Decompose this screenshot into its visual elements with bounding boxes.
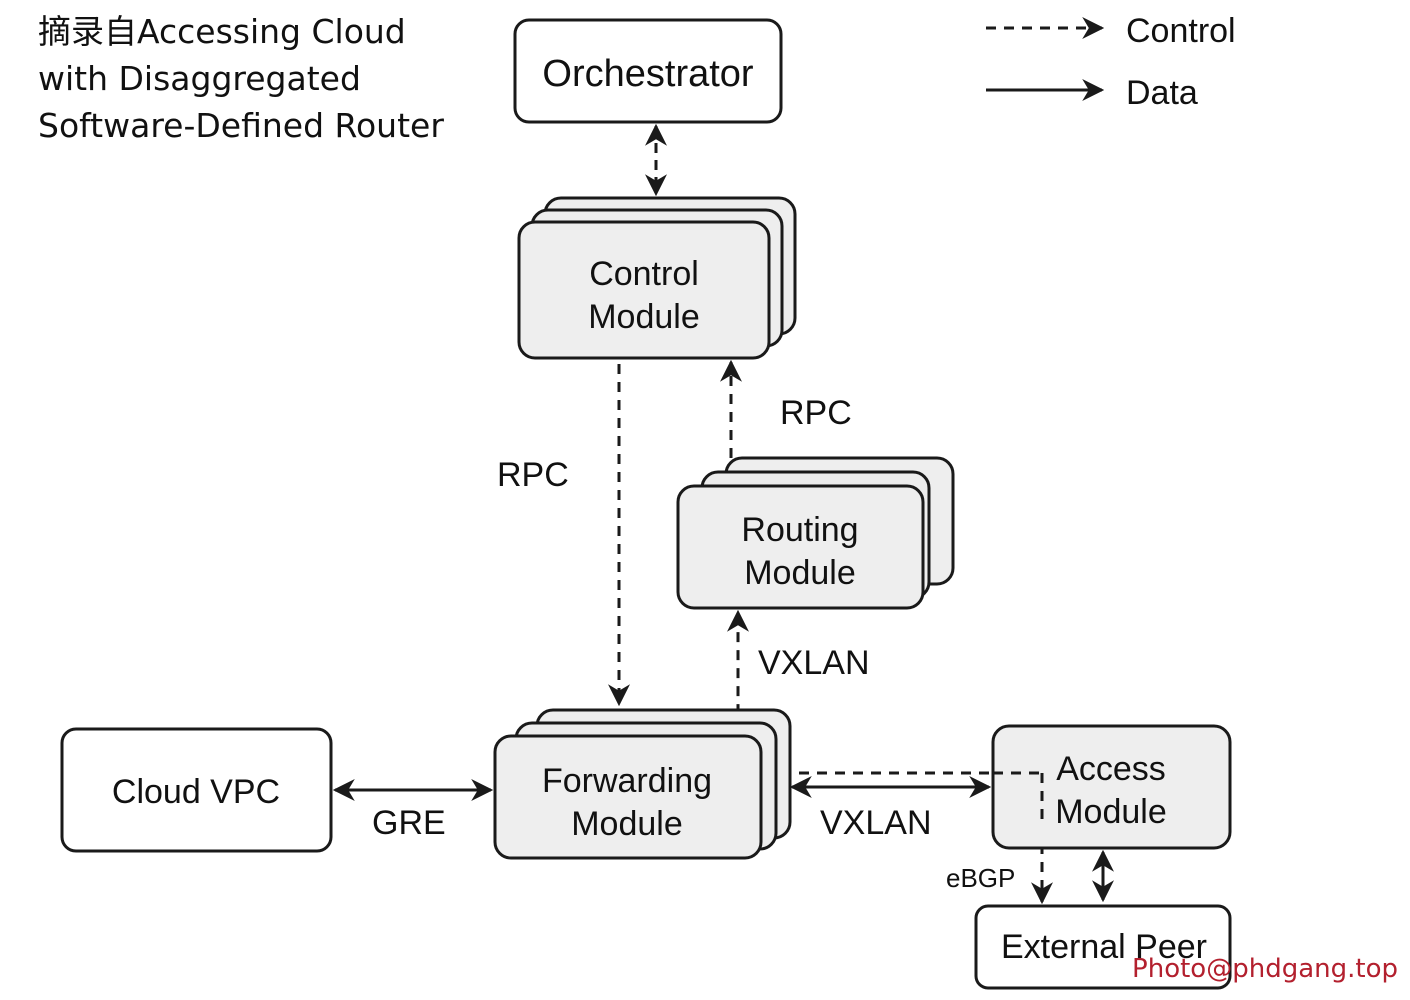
access-module-label-line2: Module: [1055, 793, 1167, 831]
cloud-vpc-label: Cloud VPC: [112, 773, 280, 811]
legend-data-label: Data: [1126, 74, 1198, 112]
source-caption: 摘录自Accessing Cloud with Disaggregated So…: [38, 8, 444, 149]
access-module-label-line1: Access: [1056, 750, 1166, 788]
forwarding-module-label-line2: Module: [571, 805, 683, 843]
vxlan-vertical-label: VXLAN: [758, 644, 870, 682]
caption-line-2: with Disaggregated: [38, 59, 361, 98]
orchestrator-node: Orchestrator: [513, 18, 783, 124]
ebgp-label: eBGP: [946, 863, 1015, 893]
rpc-right-label: RPC: [780, 394, 852, 432]
routing-module-node: Routing Module: [676, 456, 955, 610]
routing-module-label-line1: Routing: [741, 511, 858, 549]
vxlan-horizontal-label: VXLAN: [820, 804, 932, 842]
control-module-label-line1: Control: [589, 255, 699, 293]
routing-module-label-line2: Module: [744, 554, 856, 592]
caption-line-1: 摘录自Accessing Cloud: [38, 12, 406, 51]
control-module-label-line2: Module: [588, 298, 700, 336]
watermark: Photo@phdgang.top: [1132, 954, 1398, 984]
caption-line-3: Software-Defined Router: [38, 106, 444, 145]
external-peer-label: External Peer: [1001, 928, 1207, 966]
legend-control-label: Control: [1126, 12, 1236, 50]
access-module-node: Access Module: [991, 724, 1232, 850]
external-peer-node: External Peer: [974, 904, 1232, 990]
orchestrator-label: Orchestrator: [542, 53, 754, 95]
forwarding-module-label-line1: Forwarding: [542, 762, 712, 800]
cloud-vpc-node: Cloud VPC: [60, 727, 333, 853]
gre-label: GRE: [372, 804, 446, 842]
rpc-left-label: RPC: [497, 456, 569, 494]
forwarding-module-node: Forwarding Module: [493, 708, 792, 860]
control-module-node: Control Module: [517, 196, 797, 360]
